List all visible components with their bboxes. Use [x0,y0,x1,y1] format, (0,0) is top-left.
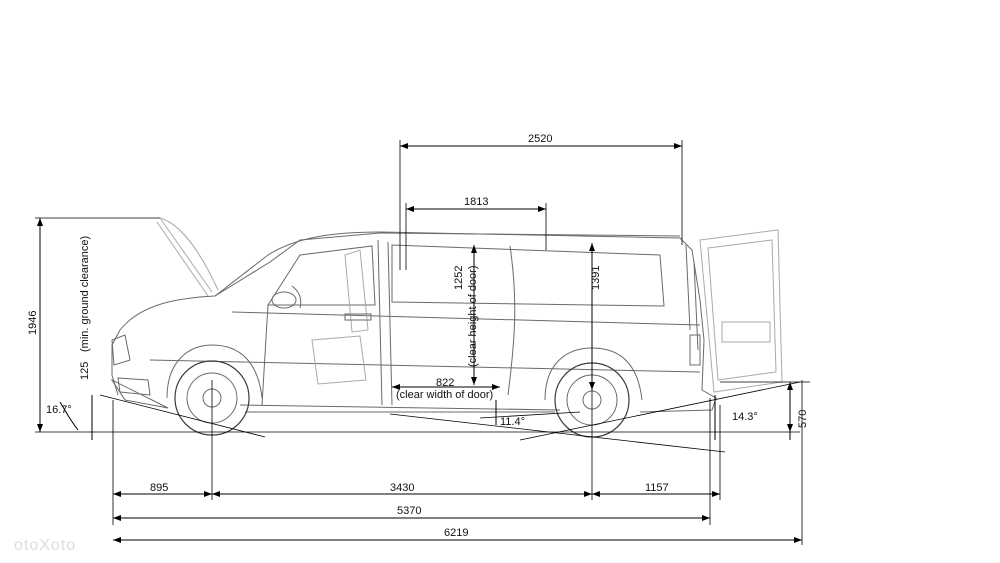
rear-sill-height-label: 570 [797,410,809,428]
overall-length-label: 6219 [444,527,468,539]
door-clear-height-label: 1252 [453,266,465,290]
arrowheads [37,143,802,543]
front-wheel [166,344,263,436]
dimension-labels: 895 3430 1157 5370 6219 2520 1813 1946 1… [27,133,809,539]
ground-clearance-note: (min. ground clearance) [79,236,91,352]
watermark: otoXoto [14,537,76,554]
interior-height-label: 1391 [590,266,602,290]
height-label: 1946 [27,311,39,335]
door-clear-width-note: (clear width of door) [396,389,493,401]
ramp-angle-label: 11.4° [500,416,525,428]
departure-angle-label: 14.3° [732,411,758,423]
door-clear-height-note: (clear height of door) [467,266,479,368]
approach-angle-label: 16.7° [46,404,72,416]
front-overhang-label: 895 [150,482,168,494]
cargo-length-label: 2520 [528,133,552,145]
wheelbase-label: 3430 [390,482,414,494]
door-clear-width-label: 822 [436,377,454,389]
door-top-width-label: 1813 [464,196,488,208]
rear-overhang-label: 1157 [645,482,669,494]
extension-lines [35,140,810,545]
body-length-label: 5370 [397,505,421,517]
van-outline [110,217,783,413]
dimension-lines [39,145,802,541]
ground-clearance-label: 125 [79,362,91,380]
rear-wheel [544,347,643,438]
ground-lines [35,381,801,453]
